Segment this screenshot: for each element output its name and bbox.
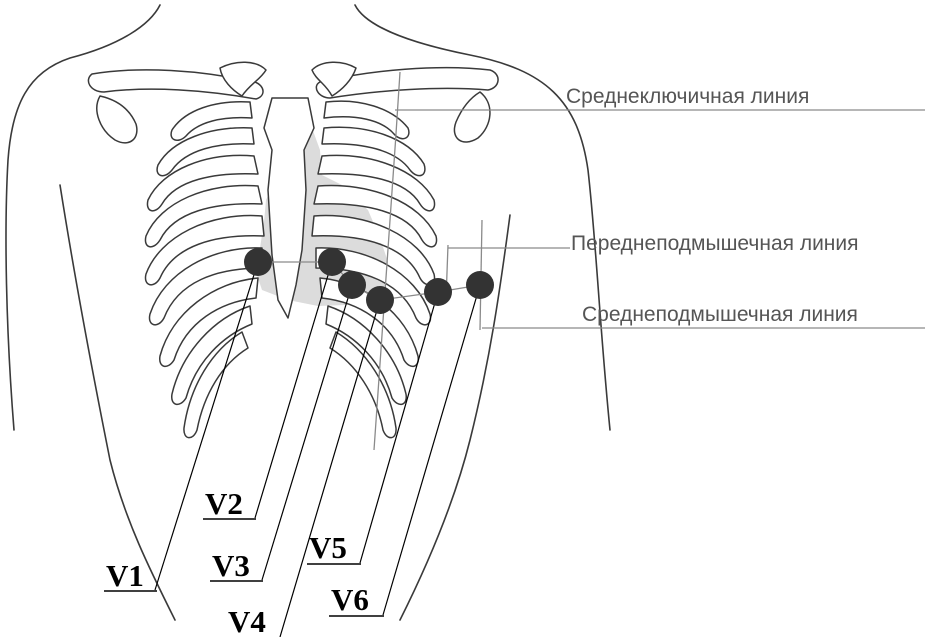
reference-labels: Среднеключичная линия Переднеподмышечная…	[566, 85, 859, 326]
electrode-v1	[244, 248, 272, 276]
electrode-v5	[424, 278, 452, 306]
electrode-v4	[366, 286, 394, 314]
v5-label: V5	[309, 530, 347, 565]
v1-label: V1	[106, 558, 144, 593]
midclavicular-label: Среднеключичная линия	[566, 85, 809, 108]
anterior-axillary-label: Переднеподмышечная линия	[571, 232, 859, 255]
ribs-left	[145, 102, 264, 438]
electrode-v6	[466, 271, 494, 299]
v3-label: V3	[212, 548, 250, 583]
electrode-v3	[338, 271, 366, 299]
v4-label: V4	[228, 604, 266, 637]
electrode-v2	[318, 248, 346, 276]
v6-label: V6	[331, 582, 369, 617]
mid-axillary-label: Среднеподмышечная линия	[582, 303, 858, 326]
v2-label: V2	[205, 486, 243, 521]
